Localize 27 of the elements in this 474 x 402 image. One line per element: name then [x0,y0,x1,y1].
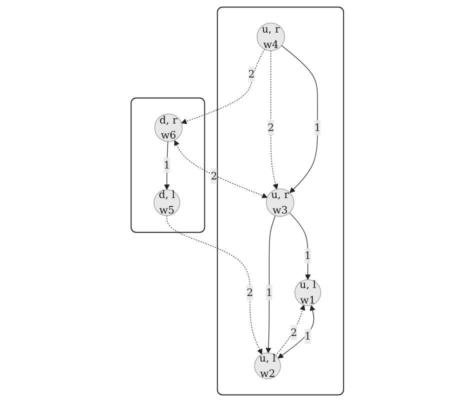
edge-label: 1 [163,158,170,171]
node-circle: d, r w6 [154,114,182,142]
arrow [288,212,310,280]
edge-label: 2 [246,286,253,298]
node-circle: u, l w2 [254,352,281,380]
edge-label: 1 [266,286,272,298]
node-circle: u, r w3 [266,188,294,217]
arrow [274,304,305,356]
edge-label: 2 [210,170,217,182]
arrow [277,305,315,358]
arrow [270,50,278,190]
edge-label: 2 [248,68,254,80]
arrow [265,215,276,354]
node-circle: u, l w1 [294,279,321,306]
arrow [180,48,264,124]
arrow [174,140,268,198]
edge-label: 1 [304,330,311,342]
cluster [130,98,205,233]
arrow [280,45,318,194]
edge-label: 1 [304,250,311,262]
edge-label: 2 [267,121,274,134]
cluster [216,6,344,396]
edge-label: 1 [314,121,320,134]
edge-label: 2 [290,326,297,338]
node-circle: d, l w5 [153,189,180,216]
node-circle: u, r w4 [256,22,285,51]
arrow [166,215,262,354]
